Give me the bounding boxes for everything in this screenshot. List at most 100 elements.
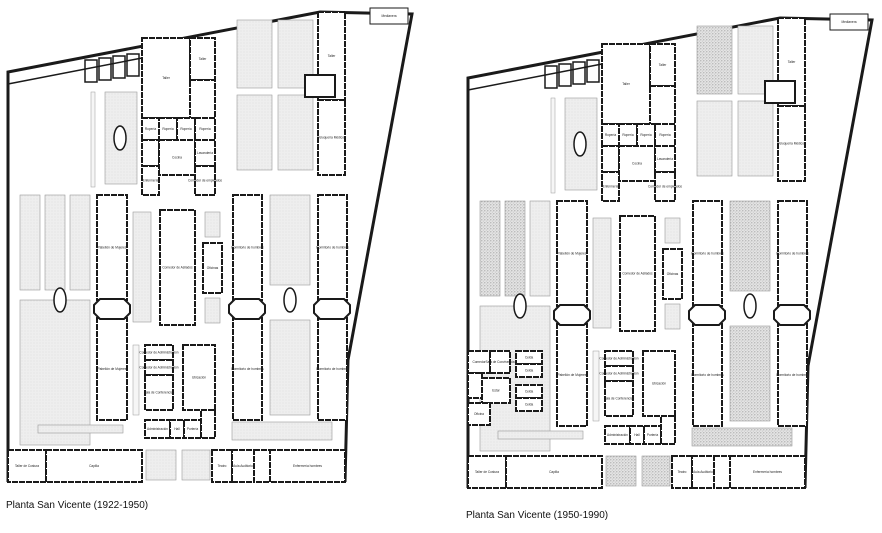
room-label-taller-norte: Taller [788, 60, 797, 64]
room-label-hall: Hall [174, 427, 180, 431]
room [232, 194, 263, 301]
room-label-sala-conf: Sala de Conferencias [144, 390, 175, 394]
garden-patio [277, 94, 314, 171]
room-label-dorm1: Dormitorio de hombres [691, 251, 724, 255]
room [601, 171, 620, 202]
garden-patio [497, 430, 584, 440]
garden-patio [132, 211, 152, 323]
room-label-taller-norte: Taller [328, 54, 337, 58]
room-label-ropero1: Ropería [145, 127, 157, 131]
room-label-dorm4: Dormitorio de hombres [316, 367, 349, 371]
room-label-comedor-empleados: Comedor de empleados [188, 178, 222, 182]
caption-plan-1950-1990: Planta San Vicente (1950-1990) [466, 510, 609, 521]
stall [558, 63, 572, 87]
room [189, 79, 216, 119]
room [7, 449, 47, 483]
room [489, 350, 511, 374]
fountain [113, 125, 127, 151]
garden-patio [605, 455, 637, 487]
garden-patio [592, 217, 612, 329]
garden-patio [504, 200, 526, 297]
room [660, 415, 676, 445]
room [317, 99, 346, 176]
garden-patio [44, 194, 66, 291]
room [158, 139, 196, 176]
room-label-capilla: Capilla [89, 464, 99, 468]
room [662, 248, 683, 300]
room [317, 194, 348, 301]
fountain [743, 293, 757, 319]
walkway [90, 91, 96, 188]
room [618, 145, 656, 182]
room-label-enfermeria: Enfermería [143, 178, 159, 182]
room-label-cocina: Cocina [172, 155, 182, 159]
stall [112, 55, 126, 79]
room-label-ubicacion: Ubicación [192, 375, 206, 379]
garden-patio [729, 200, 771, 292]
room-label-sala-conv: Sala de Convivencia [485, 360, 514, 364]
room-label-ropero1: Ropería [605, 133, 617, 137]
garden-patio [19, 194, 41, 291]
garden-patio [729, 325, 771, 422]
room [182, 344, 216, 411]
garden-patio [479, 200, 501, 297]
room [556, 200, 588, 307]
fountain [513, 293, 527, 319]
room-label-taller-costura: Taller de Costura [475, 470, 499, 474]
room-label-estar: Estar [492, 388, 500, 392]
caption-plan-1922-1950: Planta San Vicente (1922-1950) [6, 500, 149, 511]
room [713, 455, 731, 489]
garden-patio [691, 427, 793, 447]
garden-patio [181, 449, 211, 481]
room [777, 323, 808, 427]
room [96, 317, 128, 421]
stall [98, 57, 112, 81]
room-label-celda4: Celda [525, 402, 534, 406]
inner-boundary-wall [467, 63, 603, 91]
room-label-medianera: Medianera [841, 20, 856, 24]
room-label-lavanderia: Lavandería [197, 151, 213, 155]
garden-patio [231, 421, 333, 441]
room [649, 85, 676, 125]
room [141, 139, 160, 167]
garden-patio [529, 200, 551, 297]
room-label-comedor-adm1: Comedor de Administración [599, 356, 638, 360]
room-label-taller-costura: Taller de Costura [15, 464, 39, 468]
garden-patio [696, 25, 733, 95]
room-label-ropero2: Ropería [622, 133, 634, 137]
corner-building [369, 7, 409, 25]
room-label-dorm4: Dormitorio de hombres [776, 373, 809, 377]
room-label-taller-grande: Taller [622, 82, 631, 86]
garden-patio [737, 100, 774, 177]
room-label-ropero4: Ropería [199, 127, 211, 131]
inner-boundary-wall [7, 57, 143, 85]
room [200, 409, 216, 439]
room-label-taller-chico: Taller [659, 63, 668, 67]
room-label-dorm3: Dormitorio de hombres [776, 251, 809, 255]
room [649, 43, 676, 87]
room [642, 350, 676, 417]
room-label-dorm2: Dormitorio de hombres [691, 373, 724, 377]
room [729, 455, 806, 489]
octagonal-connector [228, 298, 266, 320]
room-label-capilla: Capilla [549, 470, 559, 474]
stair-tower [764, 80, 796, 104]
room-label-ropero2: Ropería [162, 127, 174, 131]
room-label-dorm1: Dormitorio de hombres [231, 245, 264, 249]
fountain [53, 287, 67, 313]
room-label-teatro: Teatro [678, 470, 687, 474]
garden-patio [204, 211, 221, 238]
room-label-administracion: Administración [607, 433, 628, 437]
room-label-pab-mujeres1: Pabellón de Mujeres [97, 245, 126, 249]
room [481, 377, 511, 404]
room-label-comedor-adm1: Comedor de Administración [139, 350, 178, 354]
room [467, 372, 483, 399]
room [619, 215, 656, 332]
room [601, 43, 651, 125]
room [159, 209, 196, 326]
corner-building [829, 13, 869, 31]
room-label-taller-chico: Taller [199, 57, 208, 61]
room-label-aula: Aula Auditorio [233, 464, 253, 468]
